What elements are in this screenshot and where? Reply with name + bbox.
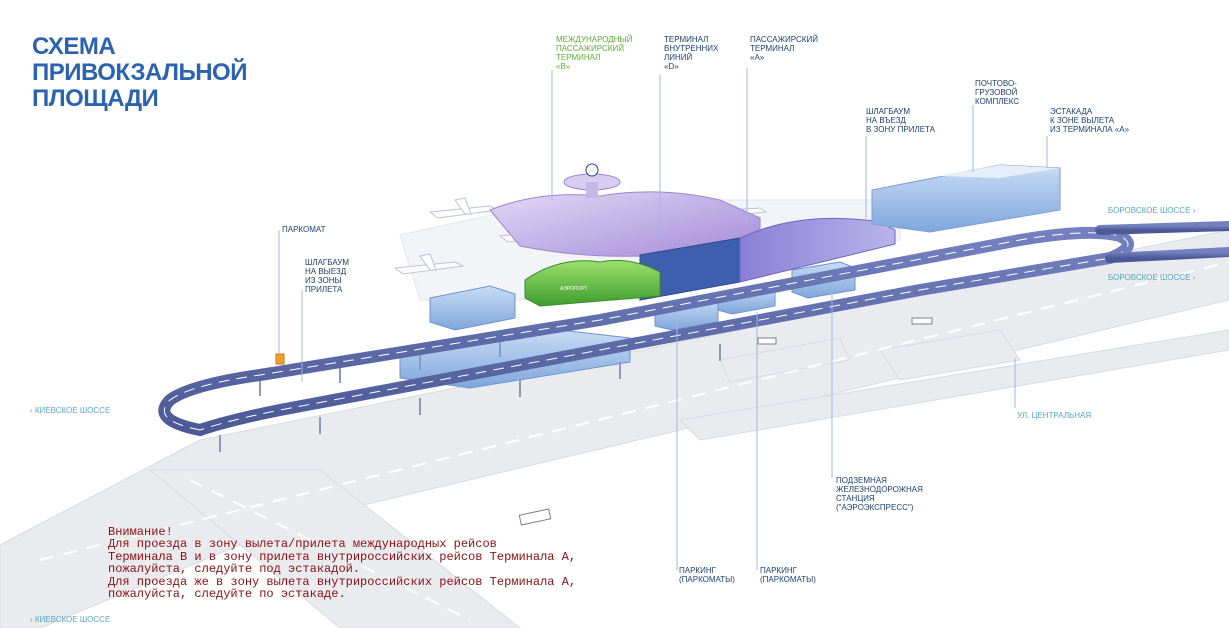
page-title: СХЕМА ПРИВОКЗАЛЬНОЙ ПЛОЩАДИ (32, 33, 247, 112)
overpass-pillars (219, 342, 721, 452)
road-kievskoe-bottom: ‹ КИЕВСКОЕ ШОССЕ (30, 615, 111, 624)
road-borovskoe-top: БОРОВСКОЕ ШОССЕ › (1108, 206, 1196, 215)
vehicles (518, 317, 933, 526)
label-parking-2: ПАРКИНГ(ПАРКОМАТЫ) (760, 566, 816, 584)
label-parkomat: ПАРКОМАТ (282, 225, 326, 234)
ground-road-markings (39, 261, 1229, 621)
airport-sign: АЭРОПОРТ (560, 286, 588, 292)
elevated-road (158, 221, 1229, 437)
road-centralnaya: УЛ. ЦЕНТРАЛЬНАЯ (1017, 411, 1092, 420)
terminal-b-building (489, 163, 761, 259)
notice-text: Внимание! Для проезда в зону вылета/прил… (108, 525, 577, 602)
ground-roads (0, 229, 1229, 628)
road-borovskoe-mid: БОРОВСКОЕ ШОССЕ › (1108, 273, 1196, 282)
label-cargo: ПОЧТОВО-ГРУЗОВОЙ КОМПЛЕКС (975, 79, 1020, 106)
road-kievskoe-mid: ‹ КИЕВСКОЕ ШОССЕ (30, 406, 111, 415)
label-parking-1: ПАРКИНГ(ПАРКОМАТЫ) (679, 566, 735, 584)
leader-lines (278, 68, 1048, 570)
cargo-building (871, 164, 1061, 233)
parkomat-marker (275, 353, 285, 365)
green-building: АЭРОПОРТ (524, 259, 661, 307)
terminal-a-building (739, 217, 896, 283)
